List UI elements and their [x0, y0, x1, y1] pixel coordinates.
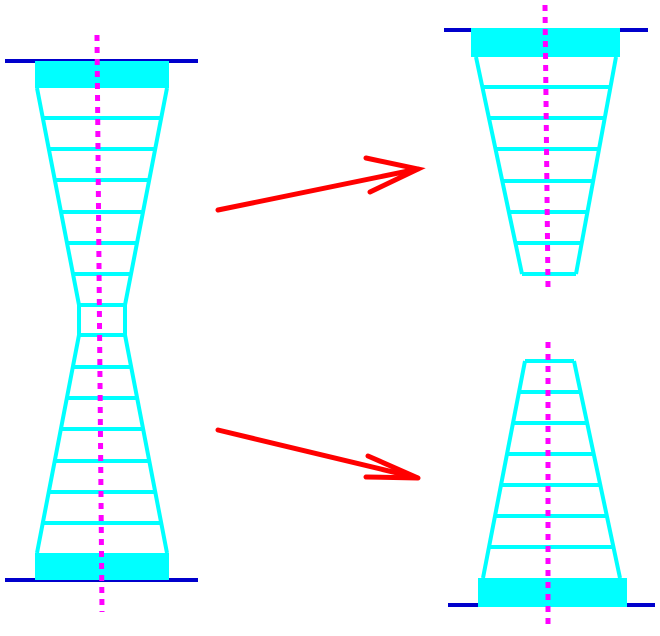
hourglass-left-wall — [35, 87, 81, 554]
upper-fragment-left-wall — [474, 56, 524, 275]
upper-fragment-right-wall — [574, 56, 618, 275]
lower-fragment-grip — [478, 578, 627, 607]
hourglass-right-wall — [123, 87, 169, 554]
top-grip-block — [35, 61, 169, 88]
upper-fragment — [444, 4, 648, 289]
hourglass-upper-rungs — [43, 116, 161, 307]
hourglass-specimen — [5, 34, 198, 613]
hourglass-axis — [94, 34, 105, 613]
lower-fragment-left-wall — [481, 360, 527, 579]
lower-fragment-right-wall — [572, 360, 622, 579]
lower-fragment — [448, 342, 655, 630]
lower-arrow — [215, 427, 421, 481]
upper-arrow — [215, 155, 426, 213]
